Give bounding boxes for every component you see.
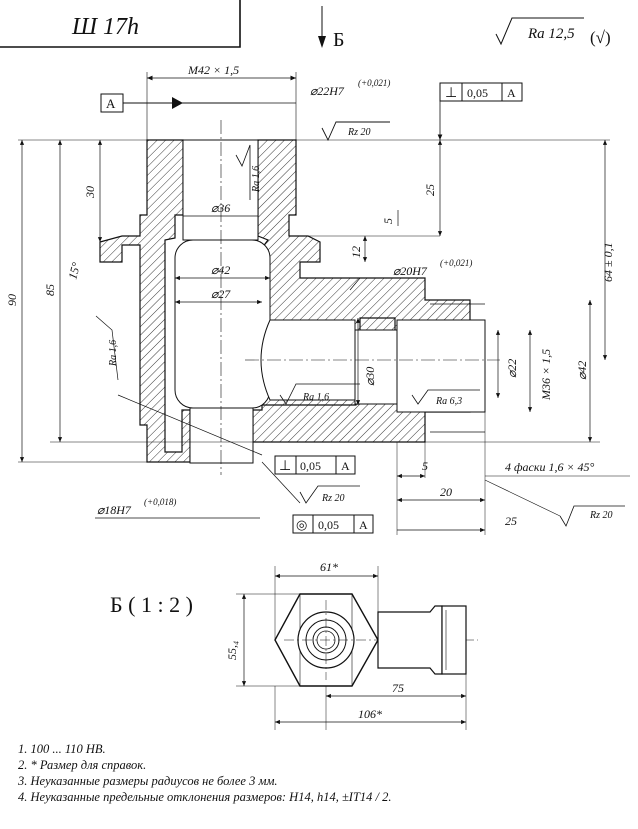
perp-top-datum: A [507, 86, 516, 100]
roughness-value: Ra 12,5 [527, 26, 575, 42]
dims-right-top: 25 5 12 64 ± 0,1 [300, 140, 615, 360]
default-roughness: Ra 12,5 (√) [495, 17, 611, 47]
w61-label: 61* [320, 560, 338, 574]
perp-top-value: 0,05 [467, 86, 488, 100]
v85-label: 85 [43, 284, 57, 296]
bore-top-tol: (+0,021) [358, 78, 390, 88]
title-block: Ш 17h [0, 0, 241, 48]
d22-label: ⌀22 [505, 359, 519, 378]
rz-top-label: Rz 20 [347, 127, 371, 138]
perp-bottom-datum: A [341, 459, 350, 473]
dim-d20h7: ⌀20H7 (+0,021) [349, 258, 472, 291]
dim-thread-top: M42 × 1,5 [146, 63, 297, 140]
ra-16-a-label: Ra 1,6 [251, 166, 262, 193]
ra-top-bore: Ra 1,6 [235, 144, 262, 200]
chamfers-label: 4 фаски 1,6 × 45° [505, 460, 595, 474]
ra-16-c-label: Ra 1,6 [302, 392, 329, 403]
thread-top-label: M42 × 1,5 [187, 63, 239, 77]
rz-right-label: Rz 20 [589, 510, 613, 521]
v25-label: 25 [423, 184, 437, 196]
w75-label: 75 [392, 681, 404, 695]
ra-16-b-label: Ra 1,6 [108, 340, 119, 367]
h5-label: 5 [422, 459, 428, 473]
dims-bottom-right: 5 20 25 4 фаски 1,6 × 45° Rz 20 [396, 412, 630, 535]
perp-bottom-symbol: ⊥ [279, 459, 291, 474]
rz-bottom-label: Rz 20 [321, 493, 345, 504]
d42-label: ⌀42 [211, 263, 230, 277]
angle15-label: 15° [65, 261, 83, 281]
coax-symbol: ◎ [296, 517, 307, 532]
tolerance-coax-bottom: ◎ 0,05 A [292, 514, 374, 534]
note-2: 2. * Размер для справок. [18, 758, 147, 772]
technical-notes: 1. 100 ... 110 HB. 2. * Размер для справ… [18, 741, 628, 805]
d27-label: ⌀27 [211, 287, 231, 301]
h25-label: 25 [505, 514, 517, 528]
v30-label: 30 [83, 186, 97, 199]
bore-top-label: ⌀22H7 [310, 84, 345, 98]
h20-label: 20 [440, 485, 452, 499]
v90-label: 90 [5, 294, 19, 306]
m36-label: M36 × 1,5 [539, 349, 553, 401]
ra-leaders: Ra 1,6 Ra 1,6 Ra 6,3 [95, 315, 480, 456]
view-b: Б ( 1 : 2 ) 61* 55,₄ 75 106* [110, 560, 478, 730]
d36-label: ⌀36 [211, 201, 230, 215]
d20h7-label: ⌀20H7 [393, 264, 428, 278]
d30-label: ⌀30 [363, 367, 377, 386]
w106-label: 106* [358, 707, 382, 721]
note-3: 3. Неуказанные размеры радиусов не более… [18, 774, 278, 788]
d20h7-tol: (+0,021) [440, 258, 472, 268]
d18h7-tol: (+0,018) [144, 497, 176, 507]
rz-top: Rz 20 [321, 121, 390, 142]
tolerance-perp-bottom: ⊥ 0,05 A [274, 455, 356, 475]
main-section-view [99, 120, 500, 475]
note-1: 1. 100 ... 110 HB. [18, 742, 106, 756]
dims-left: 90 85 30 15° [5, 140, 103, 462]
dim-d18h7: ⌀18H7 (+0,018) [95, 497, 260, 519]
dim-diameters-vertical-bore: ⌀36 ⌀42 ⌀27 [175, 201, 270, 305]
coax-value: 0,05 [318, 518, 339, 532]
view-b-letter: Б [333, 29, 344, 51]
roughness-paren: (√) [590, 28, 611, 47]
note-4: 4. Неуказанные предельные отклонения раз… [18, 790, 392, 804]
view-b-thread [441, 605, 467, 675]
coax-datum: A [359, 518, 368, 532]
d42-right-label: ⌀42 [575, 361, 589, 380]
datum-a-letter: A [106, 96, 116, 111]
title-block-label: Ш 17h [71, 14, 139, 40]
body-section [99, 139, 191, 463]
tolerance-perp-top: ⊥ 0,05 A [437, 82, 523, 140]
d18h7-label: ⌀18H7 [97, 503, 132, 517]
v5-label: 5 [381, 218, 395, 224]
ra-63-label: Ra 6,3 [435, 396, 462, 407]
dim-bore-top: ⌀22H7 (+0,021) [250, 78, 390, 104]
v64-label: 64 ± 0,1 [601, 242, 615, 282]
h55-label: 55,₄ [225, 641, 239, 660]
v12-label: 12 [349, 246, 363, 258]
perp-top-symbol: ⊥ [445, 86, 457, 101]
perp-bottom-value: 0,05 [300, 459, 321, 473]
view-b-arrow: Б [318, 6, 344, 51]
dims-right-port: ⌀30 ⌀22 M36 × 1,5 ⌀42 [355, 300, 593, 442]
rz-bottom: Rz 20 [261, 461, 360, 504]
datum-a: A [100, 93, 250, 113]
view-b-title: Б ( 1 : 2 ) [110, 592, 193, 617]
